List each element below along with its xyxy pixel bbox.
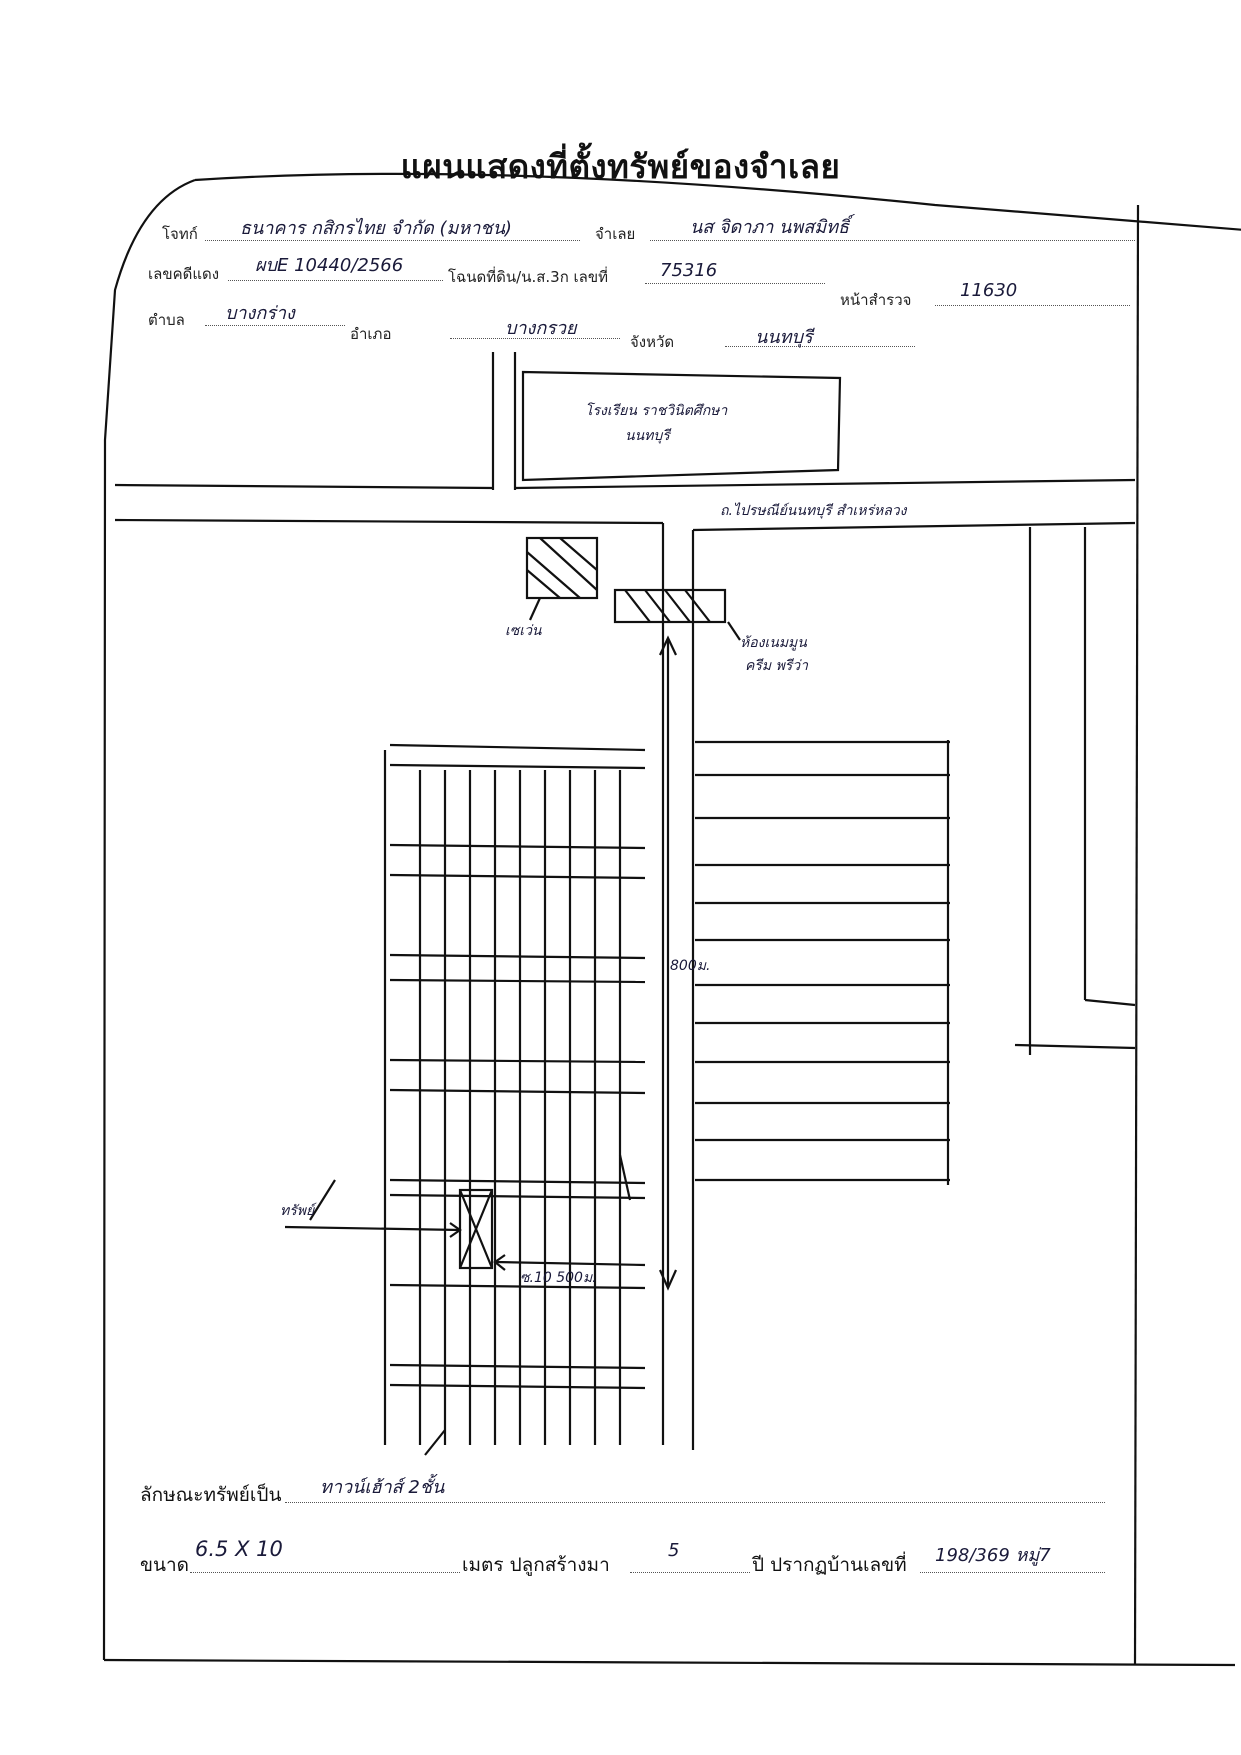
property-marker-label: ทรัพย์: [280, 1203, 315, 1219]
main-road: [114, 483, 494, 490]
size-label: ขนาด: [140, 1554, 189, 1576]
province-value: นนทบุรี: [755, 327, 813, 348]
defendant-value: นส จิดาภา นพสมิทธิ์: [690, 217, 849, 238]
district-label: อำเภอ: [350, 325, 392, 343]
school-label-line1: โรงเรียน ราชวินิตศึกษา: [585, 403, 728, 419]
subdistrict-label: ตำบล: [148, 311, 185, 329]
type-value: ทาวน์เฮ้าส์ 2ชั้น: [320, 1477, 445, 1498]
plaintiff-label: โจทก์: [162, 225, 198, 243]
age-value: 5: [668, 1540, 680, 1561]
landmark-right-line2: ครีม พรีว่า: [745, 658, 809, 674]
survey-label: หน้าสำรวจ: [840, 291, 912, 309]
district-value: บางกรวย: [505, 318, 577, 339]
seven-eleven-box: [525, 536, 599, 600]
province-label: จังหวัด: [630, 333, 675, 351]
plaintiff-value: ธนาคาร กสิกรไทย จำกัด (มหาชน): [240, 218, 512, 239]
defendant-label: จำเลย: [595, 225, 636, 243]
age-unit: ปี ปรากฏบ้านเลขที่: [752, 1554, 907, 1576]
subdistrict-value: บางกร่าง: [225, 303, 295, 324]
frame-border: [194, 172, 1241, 231]
house-no-value: 198/369 หมู่7: [935, 1545, 1051, 1566]
type-label: ลักษณะทรัพย์เป็น: [140, 1484, 282, 1506]
distance-secondary-label: ซ.10 500ม.: [520, 1270, 597, 1286]
deed-value: 75316: [660, 260, 718, 281]
distance-main-label: 800ม.: [670, 958, 711, 974]
road-label: ถ.ไปรษณีย์นนทบุรี สำเหร่หลวง: [720, 503, 907, 519]
survey-value: 11630: [960, 280, 1018, 301]
case-no-label: เลขคดีแดง: [148, 265, 220, 283]
school-label-line2: นนทบุรี: [625, 428, 670, 444]
school-block: [521, 370, 842, 482]
deed-label: โฉนดที่ดิน/น.ส.3ก เลขที่: [448, 268, 609, 286]
size-value: 6.5 X 10: [195, 1537, 283, 1561]
landmark-left-label: เซเว่น: [505, 623, 542, 639]
case-no-value: ผบE 10440/2566: [255, 255, 404, 276]
landmark-right-line1: ห้องเนมมูน: [740, 635, 807, 651]
size-unit: เมตร ปลูกสร้างมา: [462, 1554, 610, 1576]
